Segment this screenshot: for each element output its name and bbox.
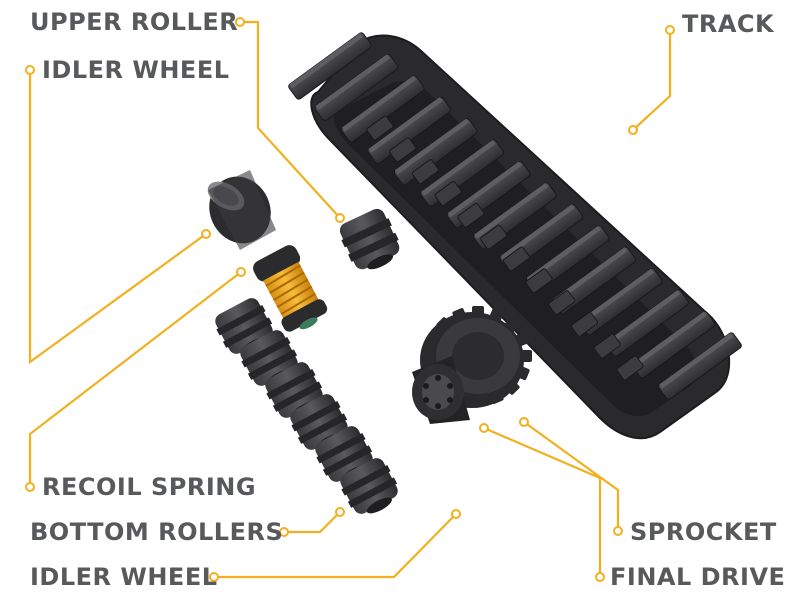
sprocket-tooth (515, 331, 530, 347)
track-guide-lug (593, 333, 621, 359)
leader-idler-wheel-bottom (214, 513, 457, 579)
label-track: TRACK (682, 10, 775, 38)
track-guide-lug (502, 246, 530, 272)
track-guide-lug (480, 224, 508, 250)
leader-upper-roller (240, 20, 341, 219)
leader-sprocket (523, 421, 620, 531)
label-recoil-spring: RECOIL SPRING (42, 473, 257, 501)
recoil-spring-part (253, 245, 328, 332)
label-sprocket: SPROCKET (630, 518, 777, 546)
track-pad (314, 53, 399, 122)
track-guide-lug (389, 137, 417, 163)
sprocket-tooth (472, 394, 484, 406)
track-pad (288, 32, 372, 100)
track-pad (658, 332, 742, 400)
sprocket-tooth (424, 350, 436, 362)
sprocket-tooth (436, 317, 452, 333)
track-drawing (288, 32, 742, 440)
track-guide-lug (457, 202, 485, 228)
track-guide-lug (525, 268, 553, 294)
track-pad (393, 118, 478, 186)
track-guide-lug (548, 290, 576, 315)
leader-track (632, 30, 672, 131)
sprocket-tooth (520, 350, 532, 362)
track-guides (366, 115, 644, 381)
bottom-roller (265, 362, 323, 418)
leader-bottom-rollers (284, 511, 341, 534)
leader-final-drive (483, 426, 602, 577)
track-guide-lug (434, 181, 462, 206)
sprocket-tooth (504, 379, 520, 395)
sprocket-tooth (489, 308, 504, 323)
label-idler-wheel-top: IDLER WHEEL (42, 56, 230, 84)
track-guide-lug (571, 311, 599, 337)
sprocket-tooth (426, 331, 441, 347)
track-guide-lug (411, 159, 439, 185)
sprocket-tooth (472, 306, 484, 318)
idler-wheel-part (207, 170, 276, 250)
leader-lines (25, 17, 675, 582)
sprocket-tooth (489, 389, 504, 404)
sprocket-tooth (452, 308, 467, 323)
bottom-rollers-part (215, 298, 398, 514)
sprocket-tooth (504, 317, 520, 333)
upper-roller-part (339, 208, 400, 270)
label-idler-wheel-bottom: IDLER WHEEL (30, 563, 218, 591)
track-pad (367, 96, 452, 164)
track-pad (341, 75, 425, 143)
sprocket-tooth (515, 365, 530, 381)
track-pad (605, 289, 689, 357)
label-bottom-rollers: BOTTOM ROLLERS (30, 518, 284, 546)
leader-recoil-spring (28, 271, 242, 487)
sprocket-final-drive-part (412, 306, 532, 424)
label-final-drive: FINAL DRIVE (610, 563, 786, 591)
leader-idler-wheel-top (28, 70, 207, 365)
track-guide-lug (366, 115, 394, 141)
label-upper-roller: UPPER ROLLER (30, 8, 239, 36)
bottom-roller (340, 458, 398, 514)
track-guide-lug (616, 355, 644, 381)
